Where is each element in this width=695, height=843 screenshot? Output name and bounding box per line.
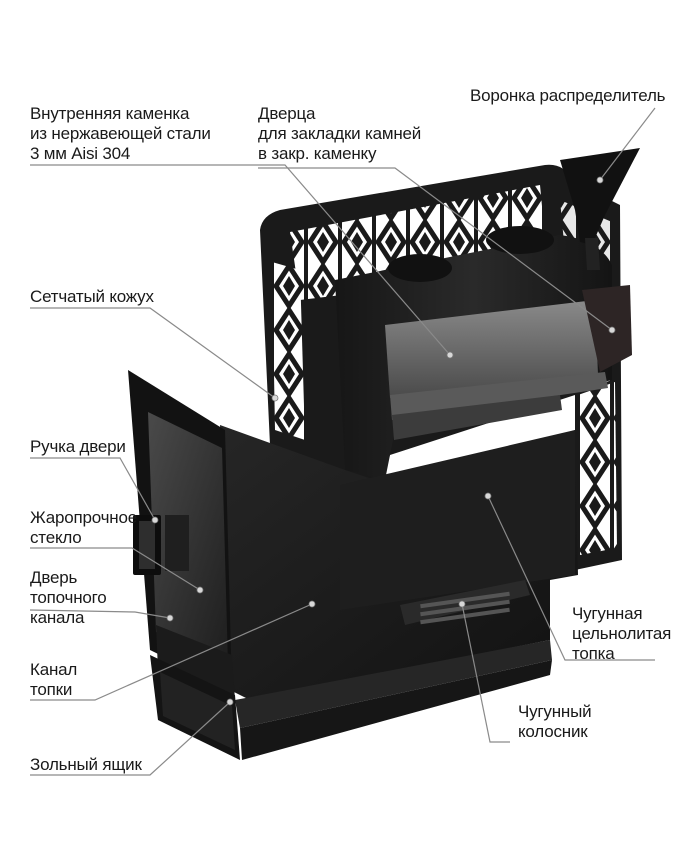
label-firebox-door: Дверь топочного канала	[30, 568, 107, 627]
label-ash-box: Зольный ящик	[30, 755, 142, 774]
inner-heater-box	[335, 226, 632, 480]
label-firebox-channel: Канал топки	[30, 660, 78, 699]
firebox-body	[220, 425, 578, 760]
label-cast-firebox: Чугунная цельнолитая топка	[572, 604, 672, 663]
door-handle	[133, 515, 189, 575]
label-grate: Чугунный колосник	[518, 702, 592, 741]
label-inner-heater: Внутренняя каменка из нержавеющей стали …	[30, 104, 211, 163]
funnel-distributor	[560, 148, 640, 270]
label-heat-glass: Жаропрочное стекло	[30, 508, 137, 547]
ash-box-shape	[150, 655, 240, 760]
label-door-handle: Ручка двери	[30, 437, 126, 456]
leader-dots	[151, 176, 616, 706]
label-mesh-casing: Сетчатый кожух	[30, 287, 154, 306]
leader-lines	[29, 107, 656, 776]
label-stone-door: Дверца для закладки камней в закр. камен…	[258, 104, 422, 163]
label-funnel: Воронка распределитель	[470, 86, 666, 105]
